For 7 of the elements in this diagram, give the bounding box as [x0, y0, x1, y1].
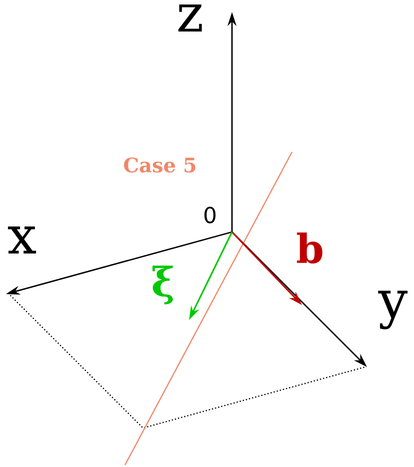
- origin-label: 0: [204, 206, 216, 224]
- axis-label: z: [178, 4, 202, 32]
- case-label: Case 5: [124, 157, 196, 173]
- vector-label: b: [296, 232, 322, 264]
- axis-label: x: [8, 226, 36, 254]
- vector-label: ξ: [152, 266, 173, 304]
- axis-label: y: [378, 290, 408, 330]
